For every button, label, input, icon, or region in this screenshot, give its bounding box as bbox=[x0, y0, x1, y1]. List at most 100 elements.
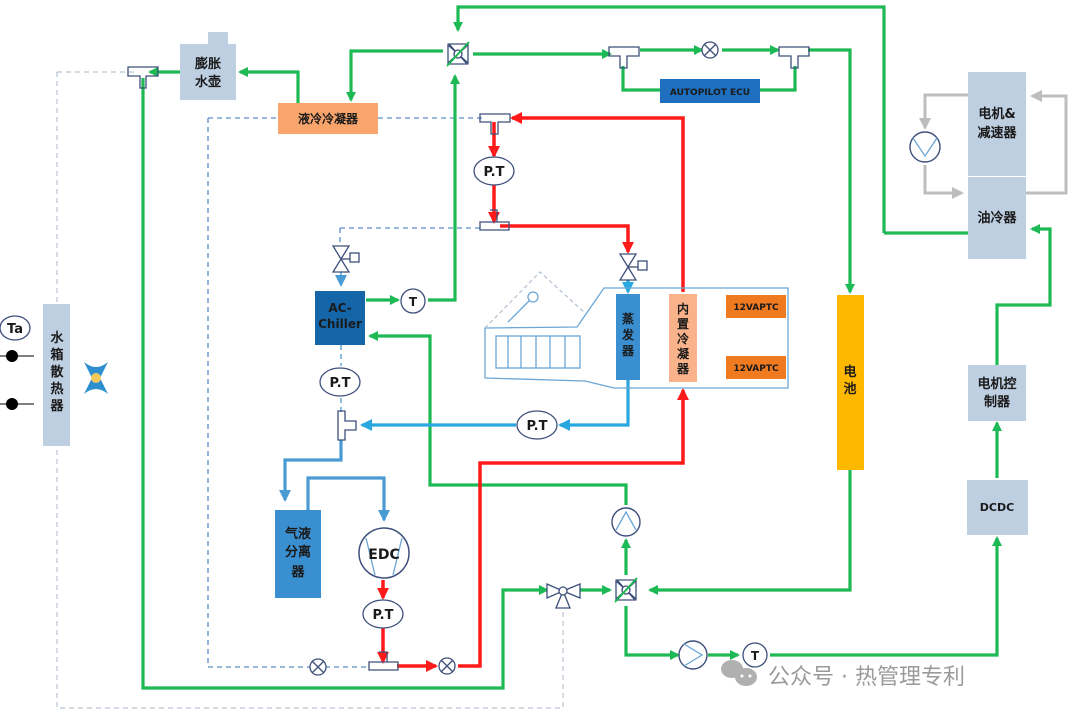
gas-liquid-separator[interactable]: 气液 分离 器 bbox=[275, 510, 321, 598]
motor-controller[interactable]: 电机控 制器 bbox=[968, 365, 1026, 421]
coolant-line-4way-bottom bbox=[624, 606, 680, 660]
oil-cooler-label: 油冷器 bbox=[977, 210, 1017, 226]
tee-ecu-out bbox=[778, 46, 810, 69]
chiller-exv-control bbox=[339, 227, 484, 246]
expansion-tank[interactable]: 膨胀 水壶 bbox=[180, 32, 236, 100]
tee-radiator bbox=[127, 66, 159, 89]
coolant-line-to-battery bbox=[808, 48, 855, 294]
ptc-heater-1[interactable]: 12VAPTC bbox=[726, 295, 786, 318]
watermark: 公众号 · 热管理专利 bbox=[721, 660, 965, 690]
separator-label-1: 气液 bbox=[285, 526, 311, 542]
blower-arm bbox=[507, 299, 531, 323]
coolant-line-to-condenser bbox=[346, 49, 443, 102]
pt-sensor-condenser-out: P.T bbox=[473, 156, 515, 186]
expansion-tank-label-1: 膨胀 bbox=[194, 56, 221, 72]
hvac-filter bbox=[495, 335, 581, 369]
pt-label: P.T bbox=[484, 165, 505, 180]
cold-refrigerant-lines bbox=[279, 272, 634, 522]
evaporator[interactable]: 蒸发器 bbox=[616, 294, 640, 380]
tee-exv-split bbox=[479, 209, 510, 231]
oil-lines bbox=[919, 90, 1068, 199]
oil-line-pump-to-cooler bbox=[923, 165, 964, 199]
tee-chiller-return bbox=[337, 410, 357, 441]
vertical-label-char: 散 bbox=[50, 364, 64, 380]
vertical-label-char: 冷 bbox=[677, 331, 689, 346]
motor-reducer-label-2: 减速器 bbox=[977, 125, 1017, 141]
ac-chiller-label-2: Chiller bbox=[318, 317, 362, 331]
expansion-valve-evaporator[interactable] bbox=[618, 253, 648, 281]
vertical-label-char: 发 bbox=[621, 327, 635, 342]
oil-line-cooler-to-motor bbox=[1026, 90, 1068, 195]
vertical-label-char: 电 bbox=[843, 364, 856, 380]
evaporator-label: 蒸发器 bbox=[621, 311, 635, 358]
coolant-line-ecu-loop bbox=[621, 66, 797, 92]
tee-condenser-out bbox=[479, 113, 511, 135]
vertical-label-char: 蒸 bbox=[622, 311, 634, 326]
pt-sensor-chiller-out: P.T bbox=[319, 367, 361, 397]
motor-controller-label-2: 制器 bbox=[984, 394, 1011, 410]
blower-pivot bbox=[527, 291, 539, 303]
t-label: T bbox=[409, 295, 418, 309]
oil-pump-icon bbox=[909, 131, 941, 163]
shutoff-valve-ecu[interactable] bbox=[701, 41, 719, 59]
vertical-label-char: 内 bbox=[677, 301, 689, 316]
expansion-tank-label-2: 水壶 bbox=[195, 74, 221, 90]
battery-label: 电池 bbox=[843, 364, 856, 397]
coolant-line-battery-return bbox=[648, 470, 852, 595]
vertical-label-char: 置 bbox=[677, 317, 689, 331]
coolant-line-left-loop bbox=[141, 78, 549, 690]
ptc-heater-2[interactable]: 12VAPTC bbox=[726, 356, 786, 379]
coolant-line-pump-chiller bbox=[368, 331, 628, 505]
vertical-label-char: 水 bbox=[50, 330, 64, 346]
vertical-label-char: 凝 bbox=[677, 346, 690, 361]
tee-fittings bbox=[127, 46, 810, 671]
oil-line-motor-to-pump bbox=[919, 93, 968, 130]
autopilot-ecu-label: AUTOPILOT ECU bbox=[670, 88, 750, 98]
expansion-valve-chiller[interactable] bbox=[331, 245, 360, 273]
hot-refrigerant-lines bbox=[377, 112, 689, 672]
motor-reducer-label-1: 电机& bbox=[978, 106, 1015, 122]
vertical-label-char: 器 bbox=[676, 362, 690, 376]
hvac-outline bbox=[484, 287, 789, 389]
autopilot-ecu[interactable]: AUTOPILOT ECU bbox=[660, 79, 760, 103]
hvac-module bbox=[484, 271, 789, 389]
four-way-valve-top[interactable] bbox=[446, 41, 470, 67]
wechat-icon bbox=[721, 660, 757, 686]
three-way-valve[interactable] bbox=[546, 583, 581, 609]
pt-sensor-compressor-out: P.T bbox=[362, 599, 404, 629]
temp-sensor-chiller: T bbox=[400, 288, 426, 314]
vertical-label-char: 箱 bbox=[50, 347, 63, 363]
blue-line-evap-to-pt bbox=[558, 380, 630, 431]
coolant-line-mcu-oilcooler bbox=[995, 224, 1052, 366]
dcdc-label: DCDC bbox=[980, 501, 1014, 514]
oil-cooler[interactable]: 油冷器 bbox=[968, 177, 1026, 259]
ac-chiller[interactable]: AC- Chiller bbox=[315, 291, 365, 345]
vertical-label-char: 热 bbox=[50, 381, 63, 397]
blue-line-tee-to-separator bbox=[279, 440, 343, 502]
edc-compressor[interactable]: EDC bbox=[358, 527, 410, 579]
dcdc[interactable]: DCDC bbox=[967, 480, 1028, 535]
coolant-line-top bbox=[453, 5, 886, 233]
coolant-line-t-to-4way bbox=[428, 74, 460, 302]
red-line-tee2-to-exv bbox=[500, 224, 634, 254]
separator-label-3: 器 bbox=[290, 565, 305, 580]
t-label: T bbox=[751, 649, 760, 663]
tee-ecu-in bbox=[608, 46, 640, 69]
motor-reducer[interactable]: 电机& 减速器 bbox=[968, 72, 1026, 176]
radiator-fan-icon bbox=[84, 362, 108, 394]
battery[interactable]: 电池 bbox=[837, 295, 864, 470]
liquid-condenser[interactable]: 液冷冷凝器 bbox=[278, 103, 378, 134]
watermark-text: 公众号 · 热管理专利 bbox=[768, 665, 965, 690]
motor-controller-label-1: 电机控 bbox=[977, 376, 1016, 392]
four-way-valve-bottom[interactable] bbox=[614, 577, 638, 603]
ambient-temp-sensor: Ta bbox=[0, 315, 34, 410]
coolant-pump-dcdc-icon bbox=[678, 640, 708, 670]
ac-chiller-label-1: AC- bbox=[328, 301, 351, 315]
shutoff-valve-heating[interactable] bbox=[438, 657, 456, 675]
shutoff-valve-bypass[interactable] bbox=[309, 658, 327, 676]
vertical-label-char: 池 bbox=[843, 381, 856, 397]
